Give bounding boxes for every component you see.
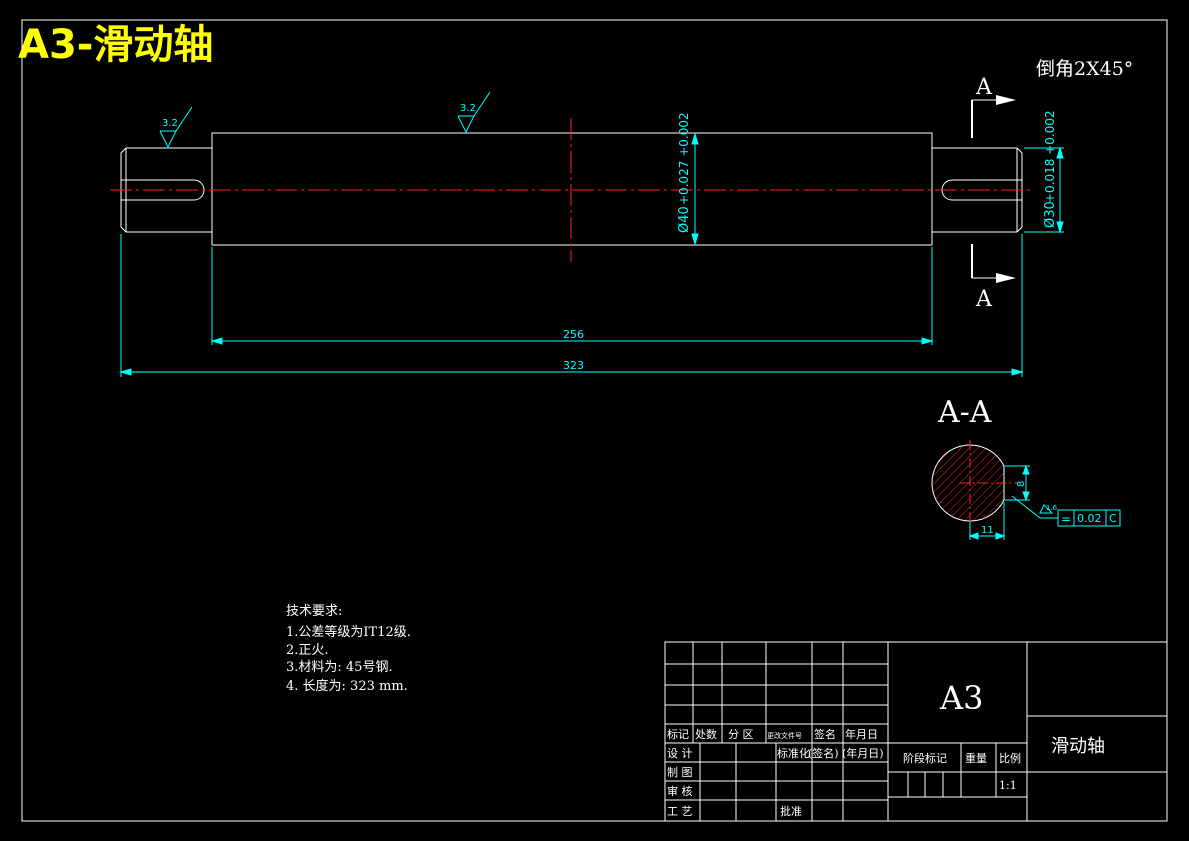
tol-value: 0.02 xyxy=(1077,512,1102,525)
title-block-text: 标记 处数 分 区 更改文件号 签名 年月日 设 计 标准化 (签名) (年月日… xyxy=(667,679,1105,818)
scale-value: 1:1 xyxy=(999,779,1017,792)
tolerance-frame: = 0.02 C xyxy=(1057,509,1121,527)
approve-label: 批准 xyxy=(780,804,802,818)
row-check: 审 核 xyxy=(667,784,693,798)
technical-notes: 技术要求: 1.公差等级为IT12级. 2.正火. 3.材料为: 45号钢. 4… xyxy=(286,604,411,694)
dim-length-total: 323 xyxy=(563,359,584,372)
drawing-title: A3-滑动轴 xyxy=(18,22,213,68)
hdr-zone: 分 区 xyxy=(728,728,754,741)
section-marker: A A xyxy=(971,75,1016,312)
std-label: 标准化 xyxy=(777,746,810,760)
scale-label: 比例 xyxy=(999,751,1021,765)
notes-heading: 技术要求: xyxy=(286,604,342,619)
notes-item: 1.公差等级为IT12级. xyxy=(286,624,411,640)
sheet-size: A3 xyxy=(939,679,983,717)
hdr-mark: 标记 xyxy=(667,727,689,741)
hdr-count: 处数 xyxy=(695,728,717,741)
notes-item: 4. 长度为: 323 mm. xyxy=(286,678,408,694)
dim-end-dia-base: Ø30 xyxy=(1043,201,1058,228)
title-block xyxy=(664,641,1168,822)
row-draw: 制 图 xyxy=(667,766,693,779)
section-view: 8 11 1.6 = 0.02 C xyxy=(931,440,1121,540)
notes-item: 3.材料为: 45号钢. xyxy=(286,660,393,675)
keyway-depth: 8 xyxy=(1016,481,1027,487)
row-craft: 工 艺 xyxy=(667,805,693,818)
part-name: 滑动轴 xyxy=(1051,736,1105,757)
dim-main-diameter: Ø40 +0.027 +0.002 xyxy=(677,112,699,246)
centerlines xyxy=(110,118,1030,262)
dim-main-dia-tol: +0.027 +0.002 xyxy=(677,112,691,205)
svg-text:3.2: 3.2 xyxy=(460,103,476,114)
shaft-main-view xyxy=(120,132,1023,246)
keyway-width: 11 xyxy=(981,525,994,536)
svg-text:3.2: 3.2 xyxy=(162,118,178,129)
std-date: (年月日) xyxy=(842,746,884,760)
stage-label: 阶段标记 xyxy=(903,751,947,765)
tol-symbol: = xyxy=(1061,512,1071,526)
dim-lengths: 256 323 xyxy=(119,234,1024,377)
chamfer-note: 倒角2X45° xyxy=(1036,58,1133,80)
dim-main-dia-base: Ø40 xyxy=(677,206,692,233)
roughness-symbol-mid: 3.2 xyxy=(457,91,491,134)
notes-item: 2.正火. xyxy=(286,643,329,658)
sheet-border xyxy=(21,19,1168,822)
hdr-sign: 签名 xyxy=(814,727,836,741)
hdr-docno: 更改文件号 xyxy=(767,731,802,740)
dim-end-diameter: Ø30 +0.018 +0.002 xyxy=(1024,110,1064,234)
section-mark-top: A xyxy=(975,75,993,100)
tol-datum: C xyxy=(1109,512,1117,525)
hdr-date: 年月日 xyxy=(845,727,878,741)
section-mark-bottom: A xyxy=(975,287,993,312)
section-title: A-A xyxy=(937,395,992,430)
dim-end-dia-tol: +0.018 +0.002 xyxy=(1043,110,1057,203)
std-sign: (签名) xyxy=(808,746,839,760)
section-roughness: 1.6 xyxy=(1046,504,1058,512)
roughness-symbol-left: 3.2 xyxy=(159,106,193,149)
row-design: 设 计 xyxy=(667,747,693,760)
weight-label: 重量 xyxy=(965,751,987,765)
dim-length-inner: 256 xyxy=(563,328,584,341)
